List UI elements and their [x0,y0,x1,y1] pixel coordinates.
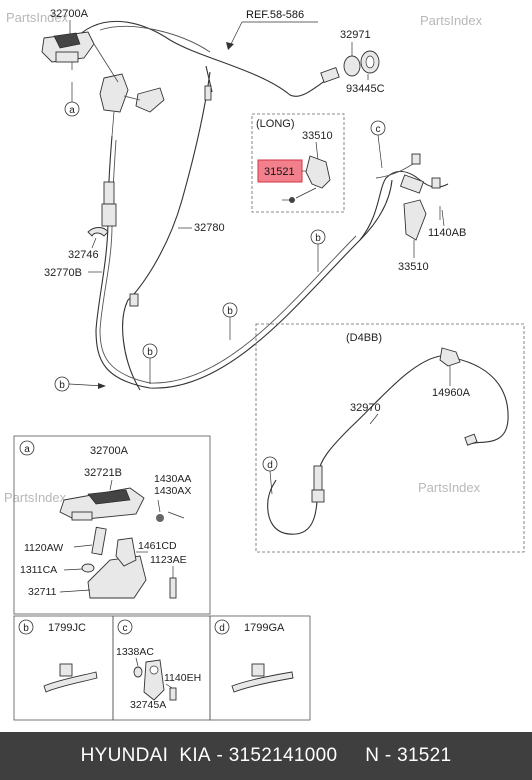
diagram-canvas: PartsIndex PartsIndex PartsIndex PartsIn… [4,8,525,721]
cable-32780-end-top [204,65,213,101]
watermark: PartsIndex [6,10,69,25]
inset-d4bb-label: (D4BB) [346,332,382,344]
part-label-32780: 32780 [194,222,225,234]
part-label-1123AE: 1123AE [150,554,187,566]
callout-a-letter: a [69,105,75,116]
part-label-32711: 32711 [28,586,57,598]
callout-c-letter: c [376,124,381,135]
cable-clip-32746 [87,227,109,237]
cable-32780 [122,71,211,391]
detail-b-key-letter: b [23,623,29,634]
part-number-footer: HYUNDAI KIA - 3152141000 N - 31521 [0,732,532,780]
part-label-31521: 31521 [264,166,295,178]
part-label-32721B: 32721B [84,467,122,479]
reference-label: REF.58-586 [246,9,304,21]
footer-part-number: 3152141000 [228,745,338,766]
detail-a-title: 32700A [90,445,129,457]
part-label-32971: 32971 [340,29,371,41]
detail-d-key-letter: d [219,623,225,634]
part-label-1120AW: 1120AW [24,542,63,554]
detail-d-title: 1799GA [244,622,285,634]
part-label-1338AC: 1338AC [116,646,154,658]
detail-box-d [209,615,311,721]
bracket-33510 [282,155,331,203]
cable-32970 [317,355,441,475]
cable-adjuster [101,181,117,227]
detail-a-key-letter: a [24,444,30,455]
part-label-1140AB: 1140AB [428,227,466,239]
part-label-32700A: 32700A [50,8,89,20]
part-label-93445C: 93445C [346,83,385,95]
detail-c-key [117,619,133,635]
leader-callout-c [377,134,383,169]
inset-d4bb [255,323,525,553]
watermark: PartsIndex [418,480,481,495]
callout-b-letter: b [59,380,65,391]
cable-right-end-2 [375,161,417,179]
detail-c-key-letter: c [123,623,128,634]
detail-d-key [214,619,230,635]
detail-b-title: 1799JC [48,622,86,634]
arrow-head [98,383,106,389]
detail-b-key [18,619,34,635]
part-label-33510-top: 33510 [302,130,333,142]
cable-grommet [320,50,380,84]
bracket-32745A [133,657,177,701]
cable-d4bb-right [439,355,509,445]
leader-32746 [91,237,97,249]
cable-32970-lower [267,473,319,535]
part-label-1430AX: 1430AX [154,485,191,497]
footer-gap [337,745,365,767]
footer-separator: - [210,745,229,766]
inset-long [251,113,345,213]
cable-end-fitting [399,153,441,241]
footer-short-number: N - 31521 [365,745,452,766]
cable-tie-1799JC [43,663,98,693]
callout-b-letter: b [227,306,233,317]
accelerator-pedal-assembly [41,31,165,137]
watermark: PartsIndex [4,490,67,505]
footer-brand: HYUNDAI KIA [80,745,211,766]
callout-d-letter: d [267,460,273,471]
part-label-32745A: 32745A [130,699,166,711]
detail-a-key [19,440,35,456]
pedal-exploded-view [59,479,185,599]
main-cable-upper [71,20,327,97]
part-label-32970: 32970 [350,402,381,414]
part-label-32770B: 32770B [44,267,82,279]
main-cable-upper-inner [99,25,211,53]
reference-leader [229,21,243,47]
leader-1140AB [441,209,445,227]
part-label-1461CD: 1461CD [138,540,177,552]
part-label-1430AA: 1430AA [154,473,191,485]
cable-tie-1799GA [231,663,294,693]
cable-32770B [95,135,393,389]
part-label-1140EH: 1140EH [164,672,201,684]
part-label-32746: 32746 [68,249,99,261]
leader-33510-top [315,141,319,161]
leader-32970 [369,413,379,425]
reference-arrow-head [226,42,234,50]
part-label-33510-right: 33510 [398,261,429,273]
detail-box-a [13,435,211,615]
callout-b-letter: b [315,233,321,244]
callout-b-letter: b [147,347,153,358]
part-label-14960A: 14960A [432,387,471,399]
cable-clip [129,293,139,307]
inset-long-label: (LONG) [256,118,295,130]
part-label-1311CA: 1311CA [20,564,57,576]
watermark: PartsIndex [420,13,483,28]
cable-32970-fittings [311,347,478,503]
leader-callout-d [269,470,273,495]
